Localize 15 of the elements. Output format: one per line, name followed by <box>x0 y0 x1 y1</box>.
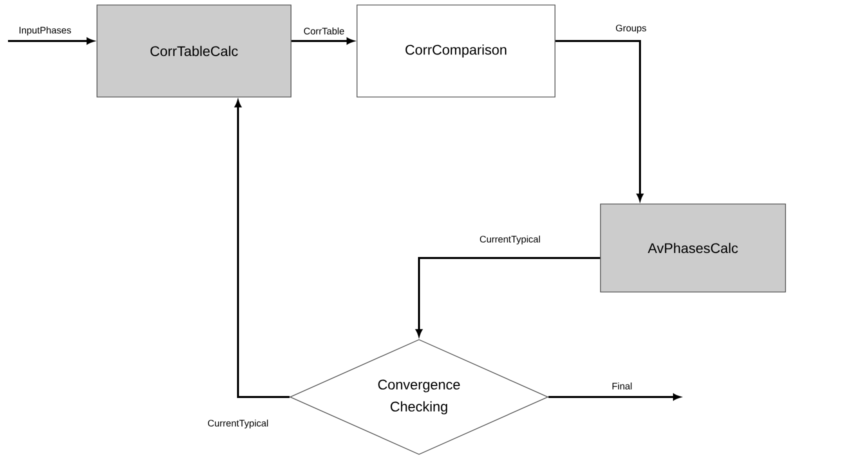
arrow <box>234 100 290 398</box>
edge-label: CorrTable <box>302 26 346 36</box>
arrow <box>8 38 94 44</box>
edge-label: InputPhases <box>18 26 72 36</box>
edge-label: CurrentTypical <box>206 418 270 430</box>
arrow <box>555 40 644 201</box>
arrow <box>291 38 354 44</box>
arrow <box>548 394 680 400</box>
arrow <box>416 257 600 336</box>
edge-label: CurrentTypical <box>478 234 542 246</box>
process-box: AvPhasesCalc <box>600 204 786 292</box>
process-box: CorrTableCalc <box>96 4 292 98</box>
process-box: CorrComparison <box>356 4 556 98</box>
edge-label: Final <box>610 382 634 390</box>
edge-label: Groups <box>614 24 648 34</box>
